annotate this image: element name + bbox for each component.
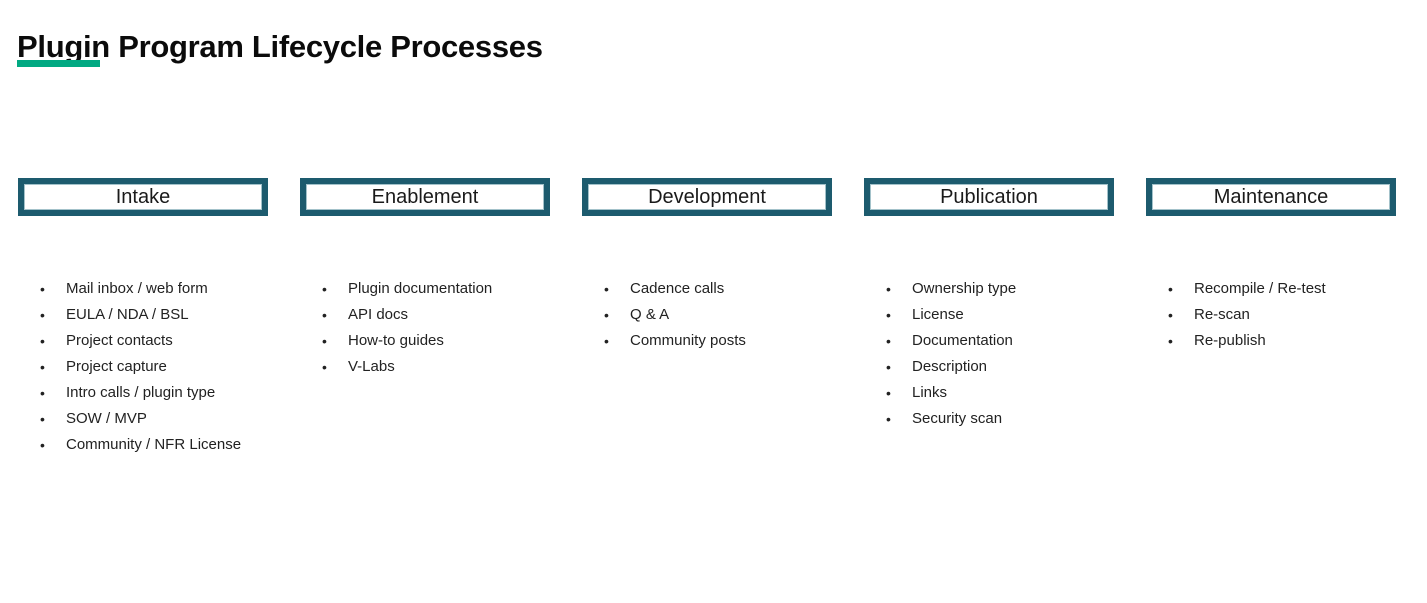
item-label: Ownership type bbox=[912, 280, 1017, 297]
bullet-icon: • bbox=[886, 307, 891, 323]
item-label: Community / NFR License bbox=[66, 436, 242, 453]
stage-header-intake: Intake bbox=[18, 178, 268, 216]
column-maintenance: Maintenance • Recompile / Re-test • Re-sca… bbox=[1146, 178, 1396, 458]
bullet-icon: • bbox=[322, 281, 327, 297]
item-label: Re-publish bbox=[1194, 332, 1266, 349]
list-item: • SOW / MVP bbox=[18, 406, 268, 432]
bullet-icon: • bbox=[40, 333, 45, 349]
item-label: EULA / NDA / BSL bbox=[66, 306, 189, 323]
item-label: Q & A bbox=[630, 306, 670, 323]
list-item: • API docs bbox=[300, 302, 550, 328]
bullet-list-publication: •Ownership type •License •Documentation … bbox=[864, 276, 1114, 432]
bullet-icon: • bbox=[604, 333, 609, 349]
column-intake: Intake • Mail inbox / web form • EULA / ND… bbox=[18, 178, 268, 458]
list-item: • Cadence calls bbox=[582, 276, 832, 302]
bullet-icon: • bbox=[1168, 307, 1173, 323]
page-title: Plugin Program Lifecycle Processes bbox=[17, 28, 543, 64]
list-item: • Plugin documentation bbox=[300, 276, 550, 302]
list-item: • Links bbox=[864, 380, 1114, 406]
list-item: • Community / NFR License bbox=[18, 432, 268, 458]
bullet-icon: • bbox=[886, 385, 891, 401]
list-item: • Description bbox=[864, 354, 1114, 380]
item-label: Description bbox=[912, 358, 988, 375]
list-item: • Ownership type bbox=[864, 276, 1114, 302]
bullet-list-maintenance: • Recompile / Re-test • Re-scan • Re-publis… bbox=[1146, 276, 1396, 354]
item-label: Project contacts bbox=[66, 332, 173, 349]
item-label: Plugin documentation bbox=[348, 280, 493, 297]
list-item: • How-to guides bbox=[300, 328, 550, 354]
item-label: Cadence calls bbox=[630, 280, 725, 297]
item-label: Intro calls / plugin type bbox=[66, 384, 216, 401]
stage-header-enablement: Enablement bbox=[300, 178, 550, 216]
list-item: • EULA / NDA / BSL bbox=[18, 302, 268, 328]
item-label: Security scan bbox=[912, 410, 1003, 427]
bullet-icon: • bbox=[40, 359, 45, 375]
bullet-icon: • bbox=[886, 411, 891, 427]
bullet-list-intake: • Mail inbox / web form • EULA / NDA / BSL… bbox=[18, 276, 268, 458]
stage-header-maintenance: Maintenance bbox=[1146, 178, 1396, 216]
list-item: • Community posts bbox=[582, 328, 832, 354]
bullet-icon: • bbox=[1168, 281, 1173, 297]
item-label: Re-scan bbox=[1194, 306, 1250, 323]
bullet-icon: • bbox=[322, 307, 327, 323]
stage-title: Development bbox=[648, 185, 766, 208]
bullet-list-development: • Cadence calls • Q & A • Community posts bbox=[582, 276, 832, 354]
stage-header-publication: Publication bbox=[864, 178, 1114, 216]
bullet-icon: • bbox=[886, 333, 891, 349]
stage-title: Intake bbox=[115, 185, 171, 208]
bullet-icon: • bbox=[322, 359, 327, 375]
bullet-icon: • bbox=[40, 437, 45, 453]
bullet-icon: • bbox=[40, 281, 45, 297]
bullet-icon: • bbox=[886, 359, 891, 375]
list-item: • Security scan bbox=[864, 406, 1114, 432]
bullet-icon: • bbox=[604, 307, 609, 323]
column-development: Development • Cadence calls • Q & A • Commu… bbox=[582, 178, 832, 458]
lifecycle-columns: Intake • Mail inbox / web form • EULA / ND… bbox=[18, 178, 1396, 458]
title-accent-bar bbox=[17, 60, 100, 67]
list-item: • License bbox=[864, 302, 1114, 328]
list-item: • Mail inbox / web form bbox=[18, 276, 268, 302]
list-item: • Re-publish bbox=[1146, 328, 1396, 354]
column-enablement: Enablement • Plugin documentation • API do… bbox=[300, 178, 550, 458]
list-item: • Q & A bbox=[582, 302, 832, 328]
item-label: License bbox=[912, 306, 964, 323]
item-label: Community posts bbox=[630, 332, 746, 349]
item-label: API docs bbox=[348, 306, 409, 323]
bullet-icon: • bbox=[322, 333, 327, 349]
item-label: Documentation bbox=[912, 332, 1013, 349]
list-item: • Recompile / Re-test bbox=[1146, 276, 1396, 302]
item-label: Links bbox=[912, 384, 948, 401]
list-item: • Project capture bbox=[18, 354, 268, 380]
stage-title: Maintenance bbox=[1213, 185, 1329, 208]
item-label: V-Labs bbox=[348, 358, 395, 375]
column-publication: Publication • Ownership type • License • Do… bbox=[864, 178, 1114, 458]
bullet-icon: • bbox=[886, 281, 891, 297]
stage-title: Publication bbox=[940, 185, 1038, 208]
list-item: • V-Labs bbox=[300, 354, 550, 380]
item-label: Project capture bbox=[66, 358, 167, 375]
stage-title: Enablement bbox=[371, 185, 479, 208]
bullet-icon: • bbox=[1168, 333, 1173, 349]
list-item: • Project contacts bbox=[18, 328, 268, 354]
bullet-icon: • bbox=[40, 307, 45, 323]
list-item: • Intro calls / plugin type bbox=[18, 380, 268, 406]
stage-header-development: Development bbox=[582, 178, 832, 216]
bullet-icon: • bbox=[40, 411, 45, 427]
bullet-icon: • bbox=[40, 385, 45, 401]
item-label: Recompile / Re-test bbox=[1194, 280, 1326, 297]
bullet-icon: • bbox=[604, 281, 609, 297]
list-item: • Documentation bbox=[864, 328, 1114, 354]
item-label: How-to guides bbox=[348, 332, 444, 349]
bullet-list-enablement: • Plugin documentation • API docs • How-to … bbox=[300, 276, 550, 380]
item-label: SOW / MVP bbox=[66, 410, 147, 427]
list-item: • Re-scan bbox=[1146, 302, 1396, 328]
item-label: Mail inbox / web form bbox=[66, 280, 208, 297]
